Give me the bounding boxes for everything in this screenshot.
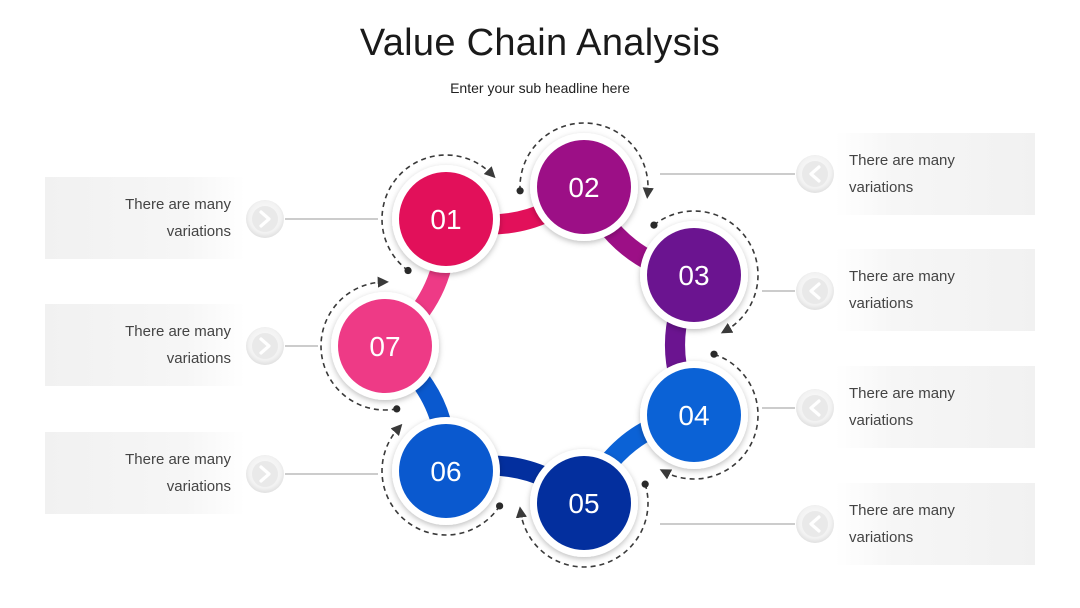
step-03: 03 xyxy=(640,221,748,329)
step-02-description: There are many variations xyxy=(849,152,955,196)
step-01-description: There are many variations xyxy=(125,196,231,240)
step-number-04: 04 xyxy=(678,400,709,431)
step-number-07: 07 xyxy=(369,331,400,362)
orbit-arrow-05 xyxy=(515,483,649,568)
orbit-start-dot-04 xyxy=(710,350,718,358)
orbit-arrow-06 xyxy=(381,423,501,536)
chevron-button-inner-04 xyxy=(802,395,828,421)
page-title: Value Chain Analysis xyxy=(359,22,721,64)
orbit-start-dot-03 xyxy=(650,221,658,229)
chevron-button-03 xyxy=(796,272,834,310)
step-07: 07 xyxy=(331,292,439,400)
orbit-arrow-04 xyxy=(659,353,759,480)
step-06: 06 xyxy=(392,417,500,525)
chevron-right-icon-07 xyxy=(259,337,271,355)
chevron-button-inner-06 xyxy=(252,461,278,487)
step-circle-07 xyxy=(338,299,432,393)
step-number-03: 03 xyxy=(678,260,709,291)
step-03-description-card: There are many variations xyxy=(835,249,1035,331)
step-circle-03 xyxy=(647,228,741,322)
step-circle-02 xyxy=(537,140,631,234)
orbit-start-dot-07 xyxy=(393,405,401,413)
chevron-left-icon-02 xyxy=(809,165,821,183)
orbit-arrow-03 xyxy=(653,210,759,334)
orbit-arrow-07 xyxy=(320,276,397,411)
step-number-06: 06 xyxy=(430,456,461,487)
step-number-01: 01 xyxy=(430,204,461,235)
step-circle-05 xyxy=(537,456,631,550)
step-06-description-card: There are many variations xyxy=(45,432,245,514)
step-05: 05 xyxy=(530,449,638,557)
chevron-left-icon-05 xyxy=(809,515,821,533)
page-subtitle: Enter your sub headline here xyxy=(450,80,630,96)
step-01: 01 xyxy=(392,165,500,273)
step-circle-01 xyxy=(399,172,493,266)
step-circle-06 xyxy=(399,424,493,518)
step-02-description-card: There are many variations xyxy=(835,133,1035,215)
chevron-left-icon-03 xyxy=(809,282,821,300)
step-04: 04 xyxy=(640,361,748,469)
orbit-arrow-02 xyxy=(519,122,654,199)
chevron-button-05 xyxy=(796,505,834,543)
step-03-description: There are many variations xyxy=(849,268,955,312)
chevron-button-inner-03 xyxy=(802,278,828,304)
step-07-description-card: There are many variations xyxy=(45,304,245,386)
chevron-right-icon-06 xyxy=(259,465,271,483)
chevron-button-inner-02 xyxy=(802,161,828,187)
step-07-description: There are many variations xyxy=(125,323,231,367)
chevron-button-inner-01 xyxy=(252,206,278,232)
step-04-description-card: There are many variations xyxy=(835,366,1035,448)
chevron-button-04 xyxy=(796,389,834,427)
orbit-arrow-01 xyxy=(381,154,496,272)
chevron-button-07 xyxy=(246,327,284,365)
chevron-button-01 xyxy=(246,200,284,238)
orbit-start-dot-05 xyxy=(641,480,649,488)
chevron-button-02 xyxy=(796,155,834,193)
step-05-description-card: There are many variations xyxy=(835,483,1035,565)
orbit-start-dot-02 xyxy=(516,187,524,195)
step-01-description-card: There are many variations xyxy=(45,177,245,259)
chevron-button-inner-05 xyxy=(802,511,828,537)
chevron-left-icon-04 xyxy=(809,399,821,417)
step-06-description: There are many variations xyxy=(125,451,231,495)
step-circle-04 xyxy=(647,368,741,462)
orbit-start-dot-01 xyxy=(404,266,412,275)
step-02: 02 xyxy=(530,133,638,241)
chevron-button-inner-07 xyxy=(252,333,278,359)
chevron-button-06 xyxy=(246,455,284,493)
step-05-description: There are many variations xyxy=(849,502,955,546)
chevron-right-icon-01 xyxy=(259,210,271,228)
step-04-description: There are many variations xyxy=(849,385,955,429)
step-number-02: 02 xyxy=(568,172,599,203)
step-number-05: 05 xyxy=(568,488,599,519)
orbit-start-dot-06 xyxy=(496,502,504,510)
